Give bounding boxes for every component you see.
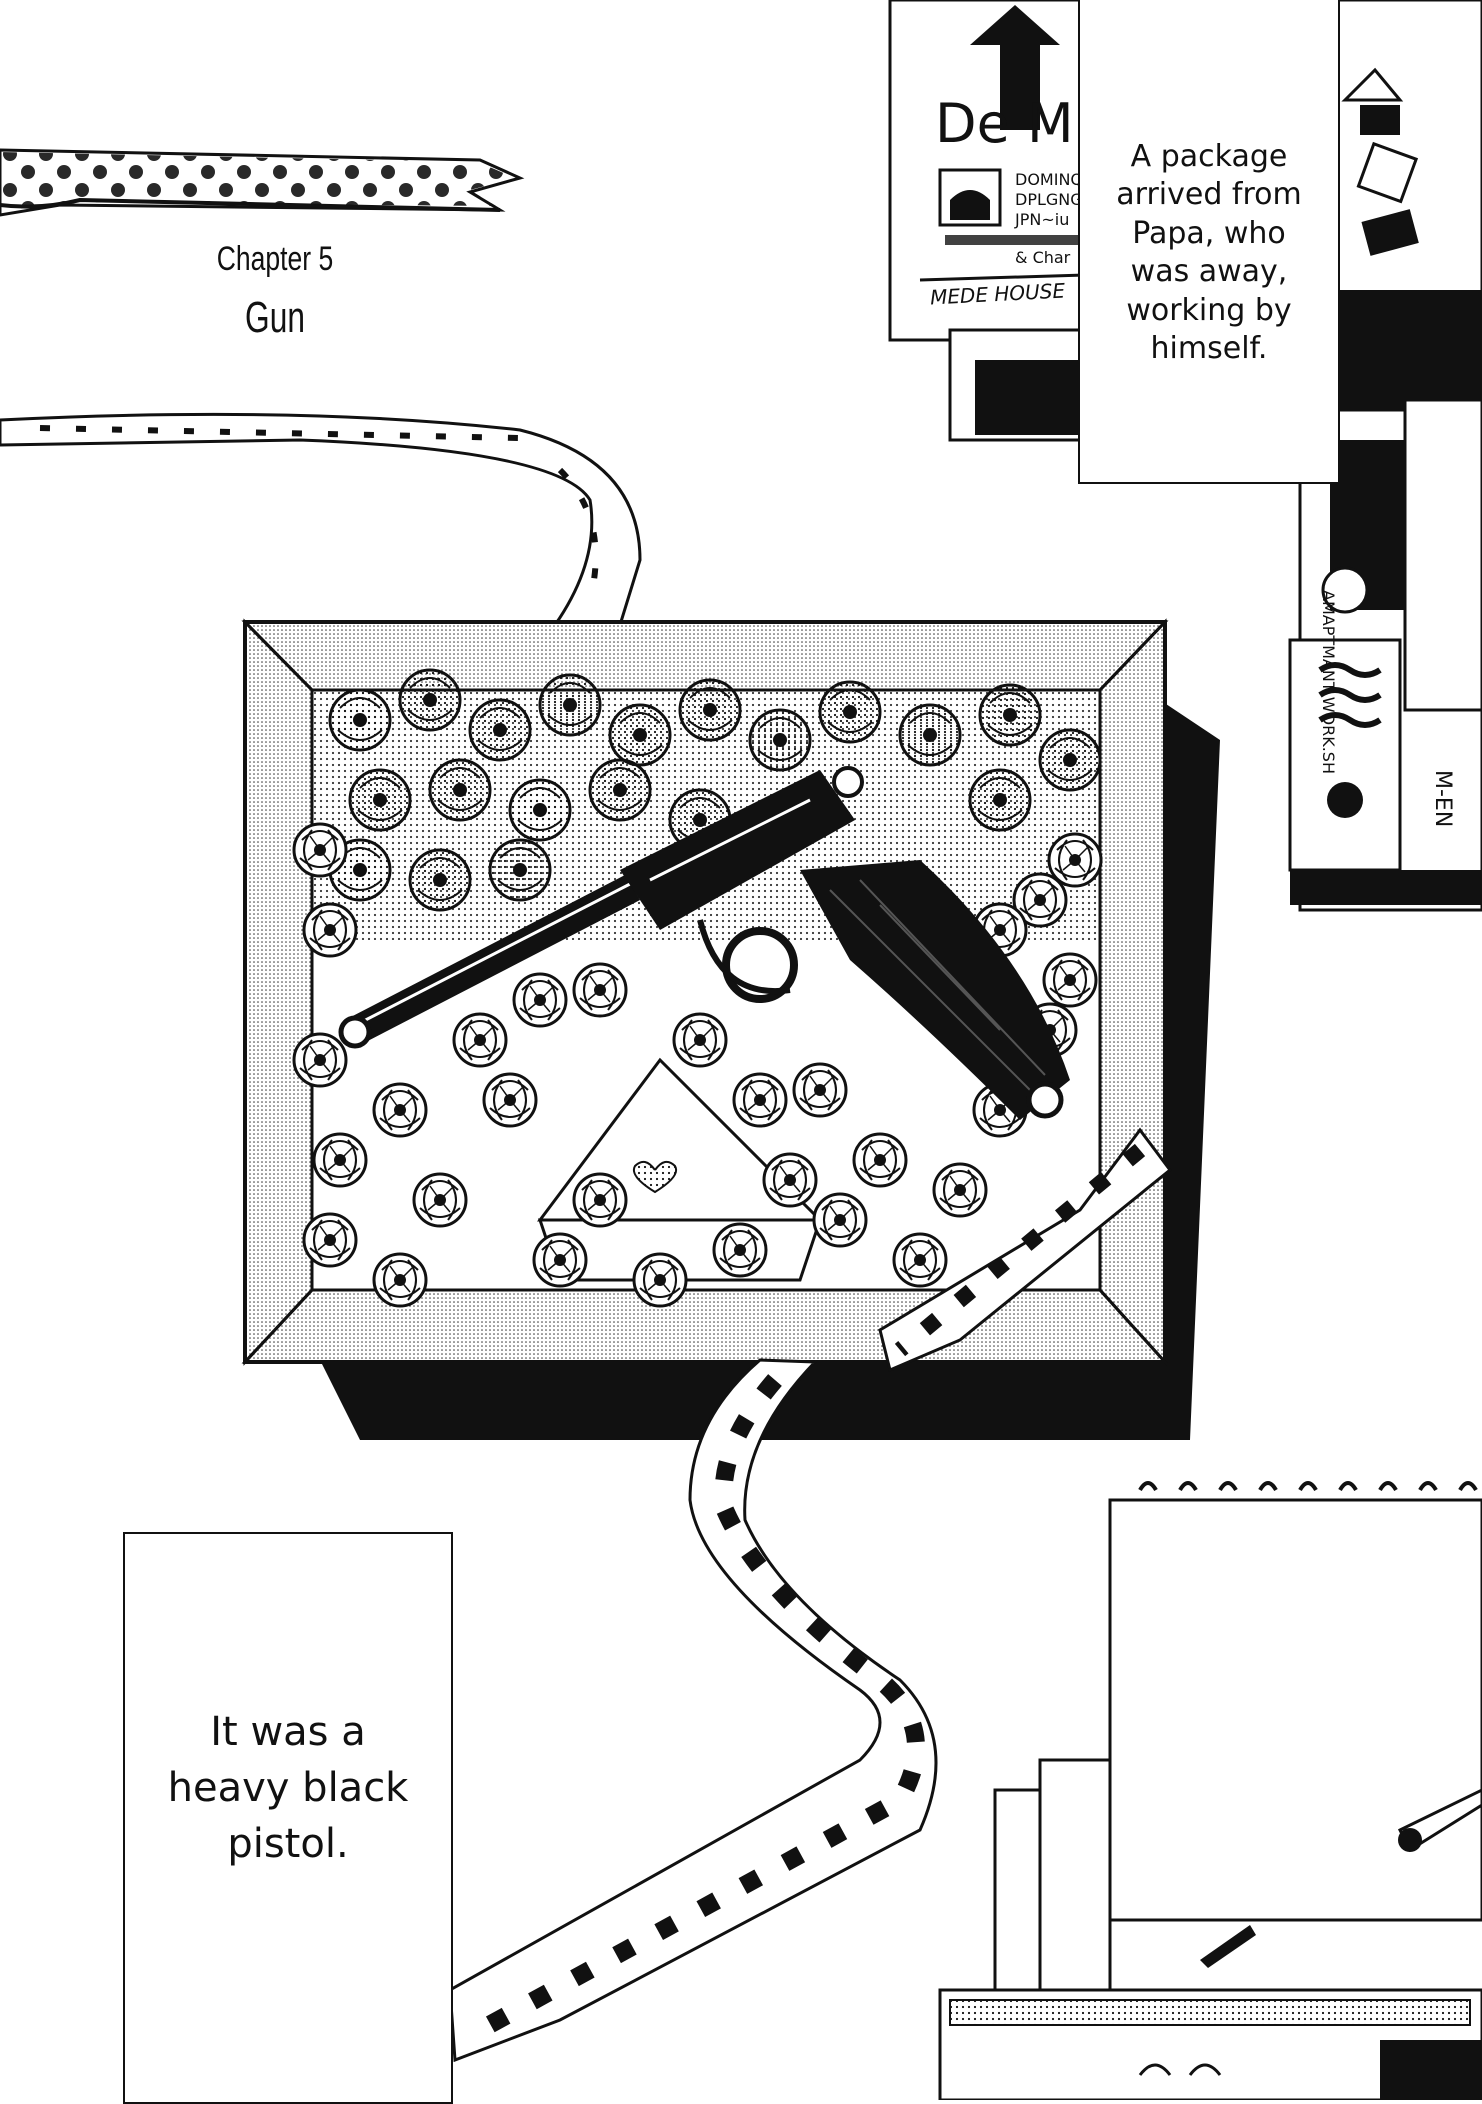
ribbon-top-left (0, 148, 525, 217)
box-label-2: M-EN (1430, 770, 1455, 828)
caption-top-right: A package arrived from Papa, who was awa… (1078, 0, 1340, 484)
chapter-heading: Chapter 5 Gun (150, 240, 400, 343)
box-label-1: AMAPTMANT WORK.SH (1319, 590, 1338, 774)
caption-bottom-left: It was a heavy black pistol. (123, 1532, 453, 2104)
chapter-title: Gun (245, 293, 305, 342)
poster-title: De M (935, 92, 1074, 155)
ribbon-middle-left (0, 412, 642, 627)
poster-line-1: DOMINQ (1015, 170, 1083, 189)
chapter-number: Chapter 5 (216, 240, 334, 278)
ribbon-lower (448, 1127, 1173, 2063)
poster-line-4: & Char (1015, 248, 1071, 267)
caption-bottom-left-text: It was a heavy black pistol. (167, 1709, 409, 1867)
caption-top-right-text: A package arrived from Papa, who was awa… (1116, 139, 1302, 366)
poster-line-2: DPLGNG (1015, 190, 1083, 209)
gift-box (241, 618, 1220, 1440)
notebook-stack (938, 1481, 1482, 2100)
poster-line-3: JPN~iu (1015, 210, 1070, 229)
pistol (338, 766, 1070, 1120)
poster-stack (888, 0, 1482, 912)
